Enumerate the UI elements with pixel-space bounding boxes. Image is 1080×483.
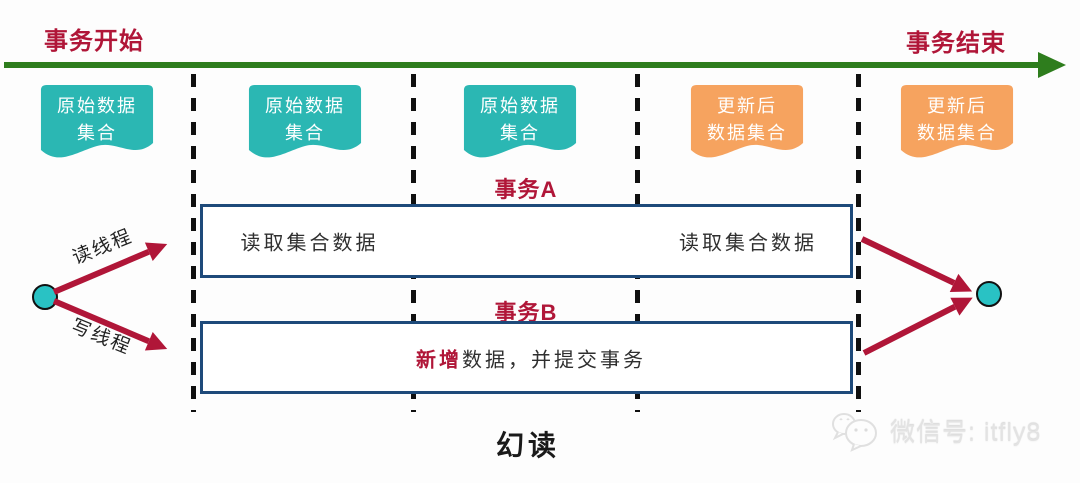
transaction-start-label: 事务开始 [44, 28, 144, 55]
document-updated-1: 更新后 数据集合 [690, 84, 804, 168]
document-shape [463, 85, 577, 158]
write-action: 新增数据，并提交事务 [416, 343, 643, 372]
transaction-b-box: 新增数据，并提交事务 [200, 321, 853, 394]
document-original-1: 原始数据 集合 [40, 84, 154, 168]
write-action-rest: 数据，并提交事务 [462, 349, 646, 371]
document-original-3: 原始数据 集合 [463, 84, 577, 168]
document-original-2: 原始数据 集合 [248, 84, 362, 168]
timeline-arrowhead-icon [1038, 52, 1066, 78]
document-shape [40, 85, 154, 158]
transaction-a-label: 事务A [494, 177, 558, 202]
wechat-icon [830, 408, 884, 454]
document-label: 原始数据 集合 [57, 96, 137, 143]
watermark-text: 微信号: itfly8 [890, 419, 1042, 447]
document-updated-2: 更新后 数据集合 [900, 84, 1014, 168]
document-label: 原始数据 集合 [265, 96, 345, 143]
transaction-a-box: 读取集合数据 读取集合数据 [200, 204, 853, 278]
diagram-caption: 幻读 [495, 430, 560, 461]
timeline-line [4, 62, 1044, 68]
document-label: 原始数据 集合 [480, 96, 560, 143]
read-thread-label: 读线程 [69, 225, 136, 269]
document-shape [248, 85, 362, 158]
timeline-divider-4 [856, 74, 861, 412]
watermark: 微信号: itfly8 [830, 408, 1041, 454]
timeline-divider-1 [191, 74, 196, 412]
transaction-end-label: 事务结束 [906, 30, 1006, 57]
write-thread-label: 写线程 [68, 315, 135, 359]
merge-arrow-bottom [862, 304, 957, 356]
document-shape [900, 85, 1014, 158]
document-label: 更新后 数据集合 [707, 96, 787, 143]
read-action-1: 读取集合数据 [240, 232, 379, 255]
merge-arrow-top [860, 236, 956, 286]
write-action-highlight: 新增 [416, 349, 462, 371]
thread-origin-dot [32, 284, 58, 310]
transaction-b-label: 事务B [494, 300, 558, 325]
document-shape [690, 85, 804, 158]
document-label: 更新后 数据集合 [917, 96, 997, 143]
thread-merge-dot [976, 281, 1002, 307]
read-action-2: 读取集合数据 [679, 232, 817, 255]
